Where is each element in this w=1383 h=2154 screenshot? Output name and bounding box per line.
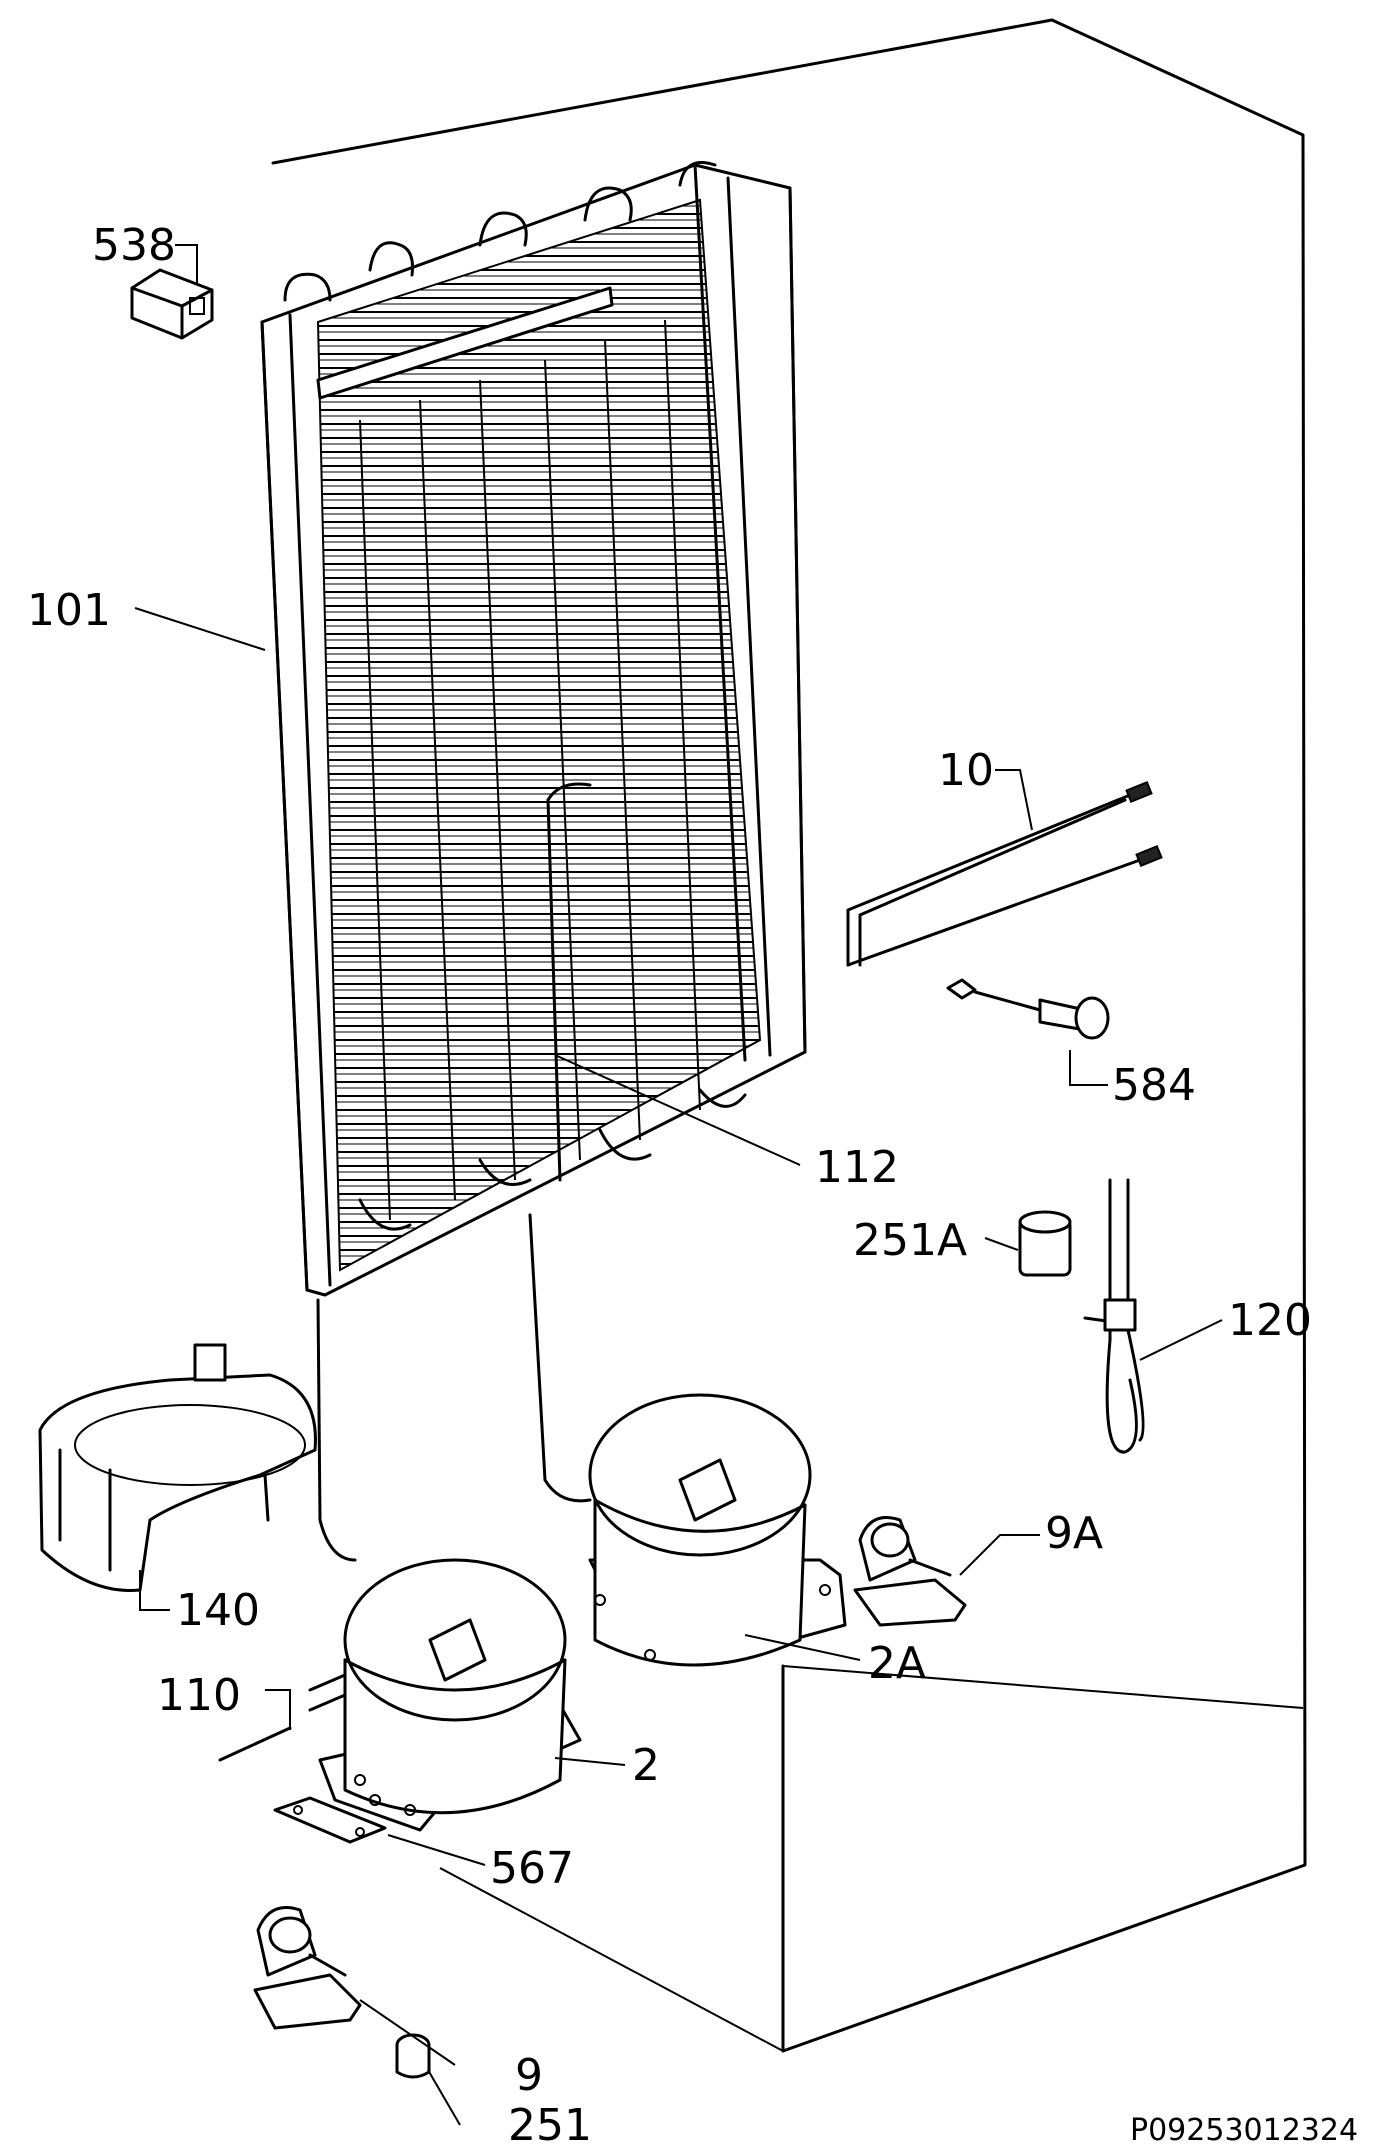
condenser [260, 161, 807, 1297]
part-251-grommet [395, 2033, 431, 2079]
part-584-sensor [946, 978, 1110, 1040]
label-140: 140 [176, 1585, 260, 1636]
part-120-cable [1083, 1178, 1145, 1454]
label-538: 538 [92, 220, 176, 271]
label-110: 110 [157, 1670, 241, 1721]
cabinet-outline [271, 18, 1307, 2053]
reference-code: P09253012324 [1130, 2113, 1358, 2148]
part-251a-grommet [1018, 1210, 1072, 1277]
label-2a: 2A [868, 1638, 926, 1689]
part-9a-clamp [853, 1516, 967, 1627]
label-101: 101 [27, 585, 111, 636]
label-120: 120 [1228, 1295, 1312, 1346]
label-251: 251 [508, 2100, 592, 2151]
part-538-connector [130, 268, 214, 340]
compressor-2 [318, 1558, 582, 1832]
label-9: 9 [515, 2050, 543, 2101]
part-9-clamp [253, 1906, 362, 2030]
label-9a: 9A [1045, 1508, 1103, 1559]
part-10-drier [846, 781, 1163, 967]
compressor-2a [588, 1393, 847, 1667]
label-251a: 251A [853, 1215, 967, 1266]
pipes [316, 1213, 592, 1562]
part-567-plate [273, 1796, 387, 1844]
label-584: 584 [1112, 1060, 1196, 1111]
part-110-pins [218, 1673, 347, 1762]
leader-lines [134, 244, 1223, 2126]
label-567: 567 [490, 1843, 574, 1894]
label-112: 112 [815, 1142, 899, 1193]
label-2: 2 [632, 1740, 660, 1791]
label-10: 10 [938, 745, 994, 796]
part-140-tray [38, 1343, 317, 1592]
